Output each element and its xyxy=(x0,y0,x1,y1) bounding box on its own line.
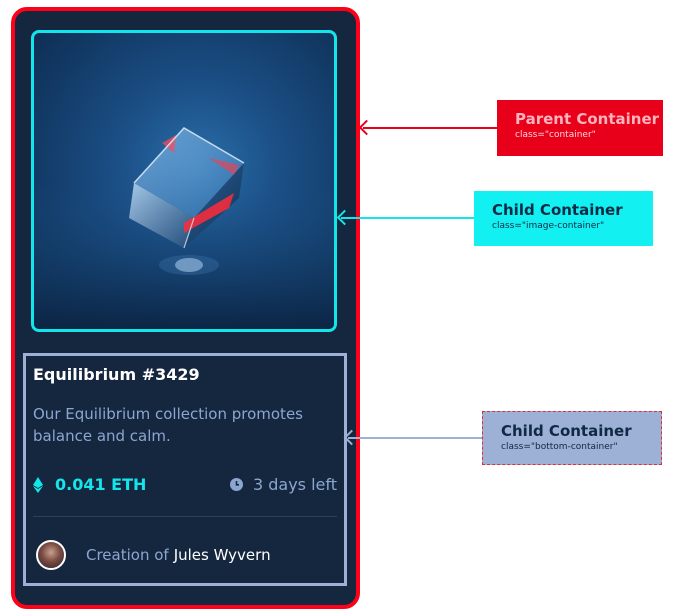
time-left: 3 days left xyxy=(252,475,337,494)
creator-row: Creation of Jules Wyvern xyxy=(36,540,271,570)
parent-arrow-line xyxy=(363,127,497,129)
parent-container-callout: Parent Container class="container" xyxy=(497,100,663,156)
clock-icon xyxy=(229,478,243,491)
callout-class-label: class="image-container" xyxy=(492,221,605,231)
nft-description: Our Equilibrium collection promotes bala… xyxy=(33,405,303,445)
nft-image xyxy=(34,127,334,329)
image-container-callout: Child Container class="image-container" xyxy=(474,191,653,246)
price-value: 0.041 ETH xyxy=(55,475,147,494)
callout-title: Parent Container xyxy=(515,110,660,128)
image-arrow-line xyxy=(341,217,474,219)
creator-prefix: Creation of xyxy=(86,546,169,564)
avatar xyxy=(36,540,66,570)
parent-arrow-head xyxy=(358,119,375,136)
callout-title: Child Container xyxy=(492,201,623,219)
image-container xyxy=(31,30,337,332)
ethereum-icon xyxy=(33,476,43,493)
bottom-arrow-line xyxy=(348,437,482,439)
callout-class-label: class="container" xyxy=(515,130,596,140)
nft-title[interactable]: Equilibrium #3429 xyxy=(33,365,200,384)
bottom-container-callout: Child Container class="bottom-container" xyxy=(482,411,662,465)
creator-name[interactable]: Jules Wyvern xyxy=(173,546,271,564)
callout-class-label: class="bottom-container" xyxy=(501,442,618,452)
divider xyxy=(33,516,337,517)
callout-title: Child Container xyxy=(501,422,632,440)
price-row: 0.041 ETH xyxy=(33,475,146,494)
bottom-container: Equilibrium #3429 Our Equilibrium collec… xyxy=(23,353,347,586)
time-row: 3 days left xyxy=(229,475,337,494)
